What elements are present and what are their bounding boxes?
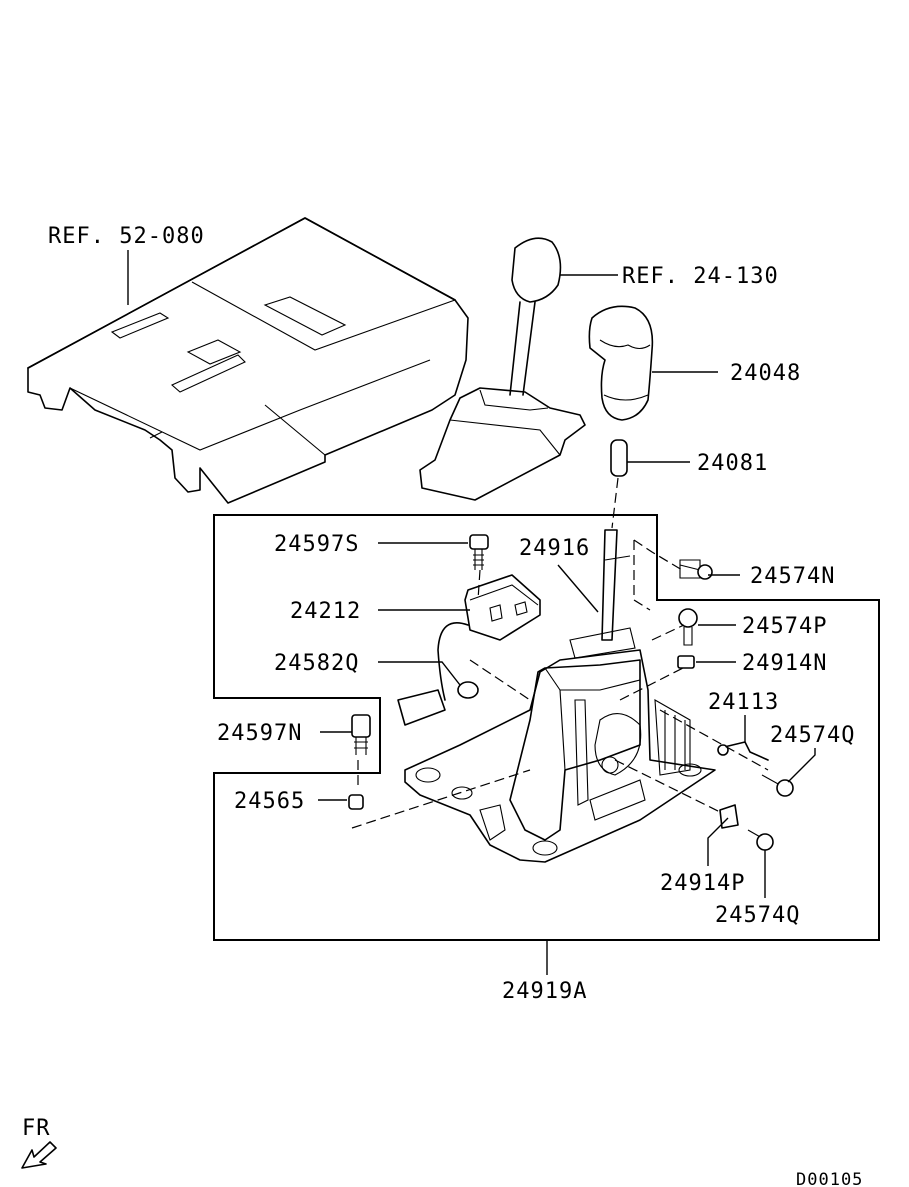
label-24597S: 24597S [274,532,359,557]
label-24574P: 24574P [742,614,827,639]
part-labels: REF. 52-080 REF. 24-130 24048 24081 2459… [22,224,863,1187]
label-24582Q: 24582Q [274,651,359,676]
label-ref-52-080: REF. 52-080 [48,224,205,249]
shift-knob [588,305,654,421]
label-24113: 24113 [708,690,779,715]
label-24916: 24916 [519,536,590,561]
position-switch [397,574,541,726]
fasteners [348,534,794,851]
shift-lever-assembly [419,237,586,501]
assembly-frame [213,514,880,941]
label-24574Q-lower: 24574Q [715,903,800,928]
label-24565: 24565 [234,789,305,814]
leader-lines [127,250,816,975]
label-24574Q-upper: 24574Q [770,723,855,748]
label-ref-24-130: REF. 24-130 [622,264,779,289]
front-arrow-icon [21,1141,57,1169]
label-24081: 24081 [697,451,768,476]
diagram-code: D00105 [796,1170,863,1187]
console-panel [27,217,469,504]
label-24597N: 24597N [217,721,302,746]
label-24048: 24048 [730,361,801,386]
knob-pin [610,439,628,477]
label-24919A: 24919A [502,979,587,1004]
label-24574N: 24574N [750,564,835,589]
label-24212: 24212 [290,599,361,624]
label-24914P: 24914P [660,871,745,896]
label-24914N: 24914N [742,651,827,676]
shifter-base [404,529,716,863]
dashed-guides [351,477,769,829]
label-fr: FR [22,1116,51,1141]
